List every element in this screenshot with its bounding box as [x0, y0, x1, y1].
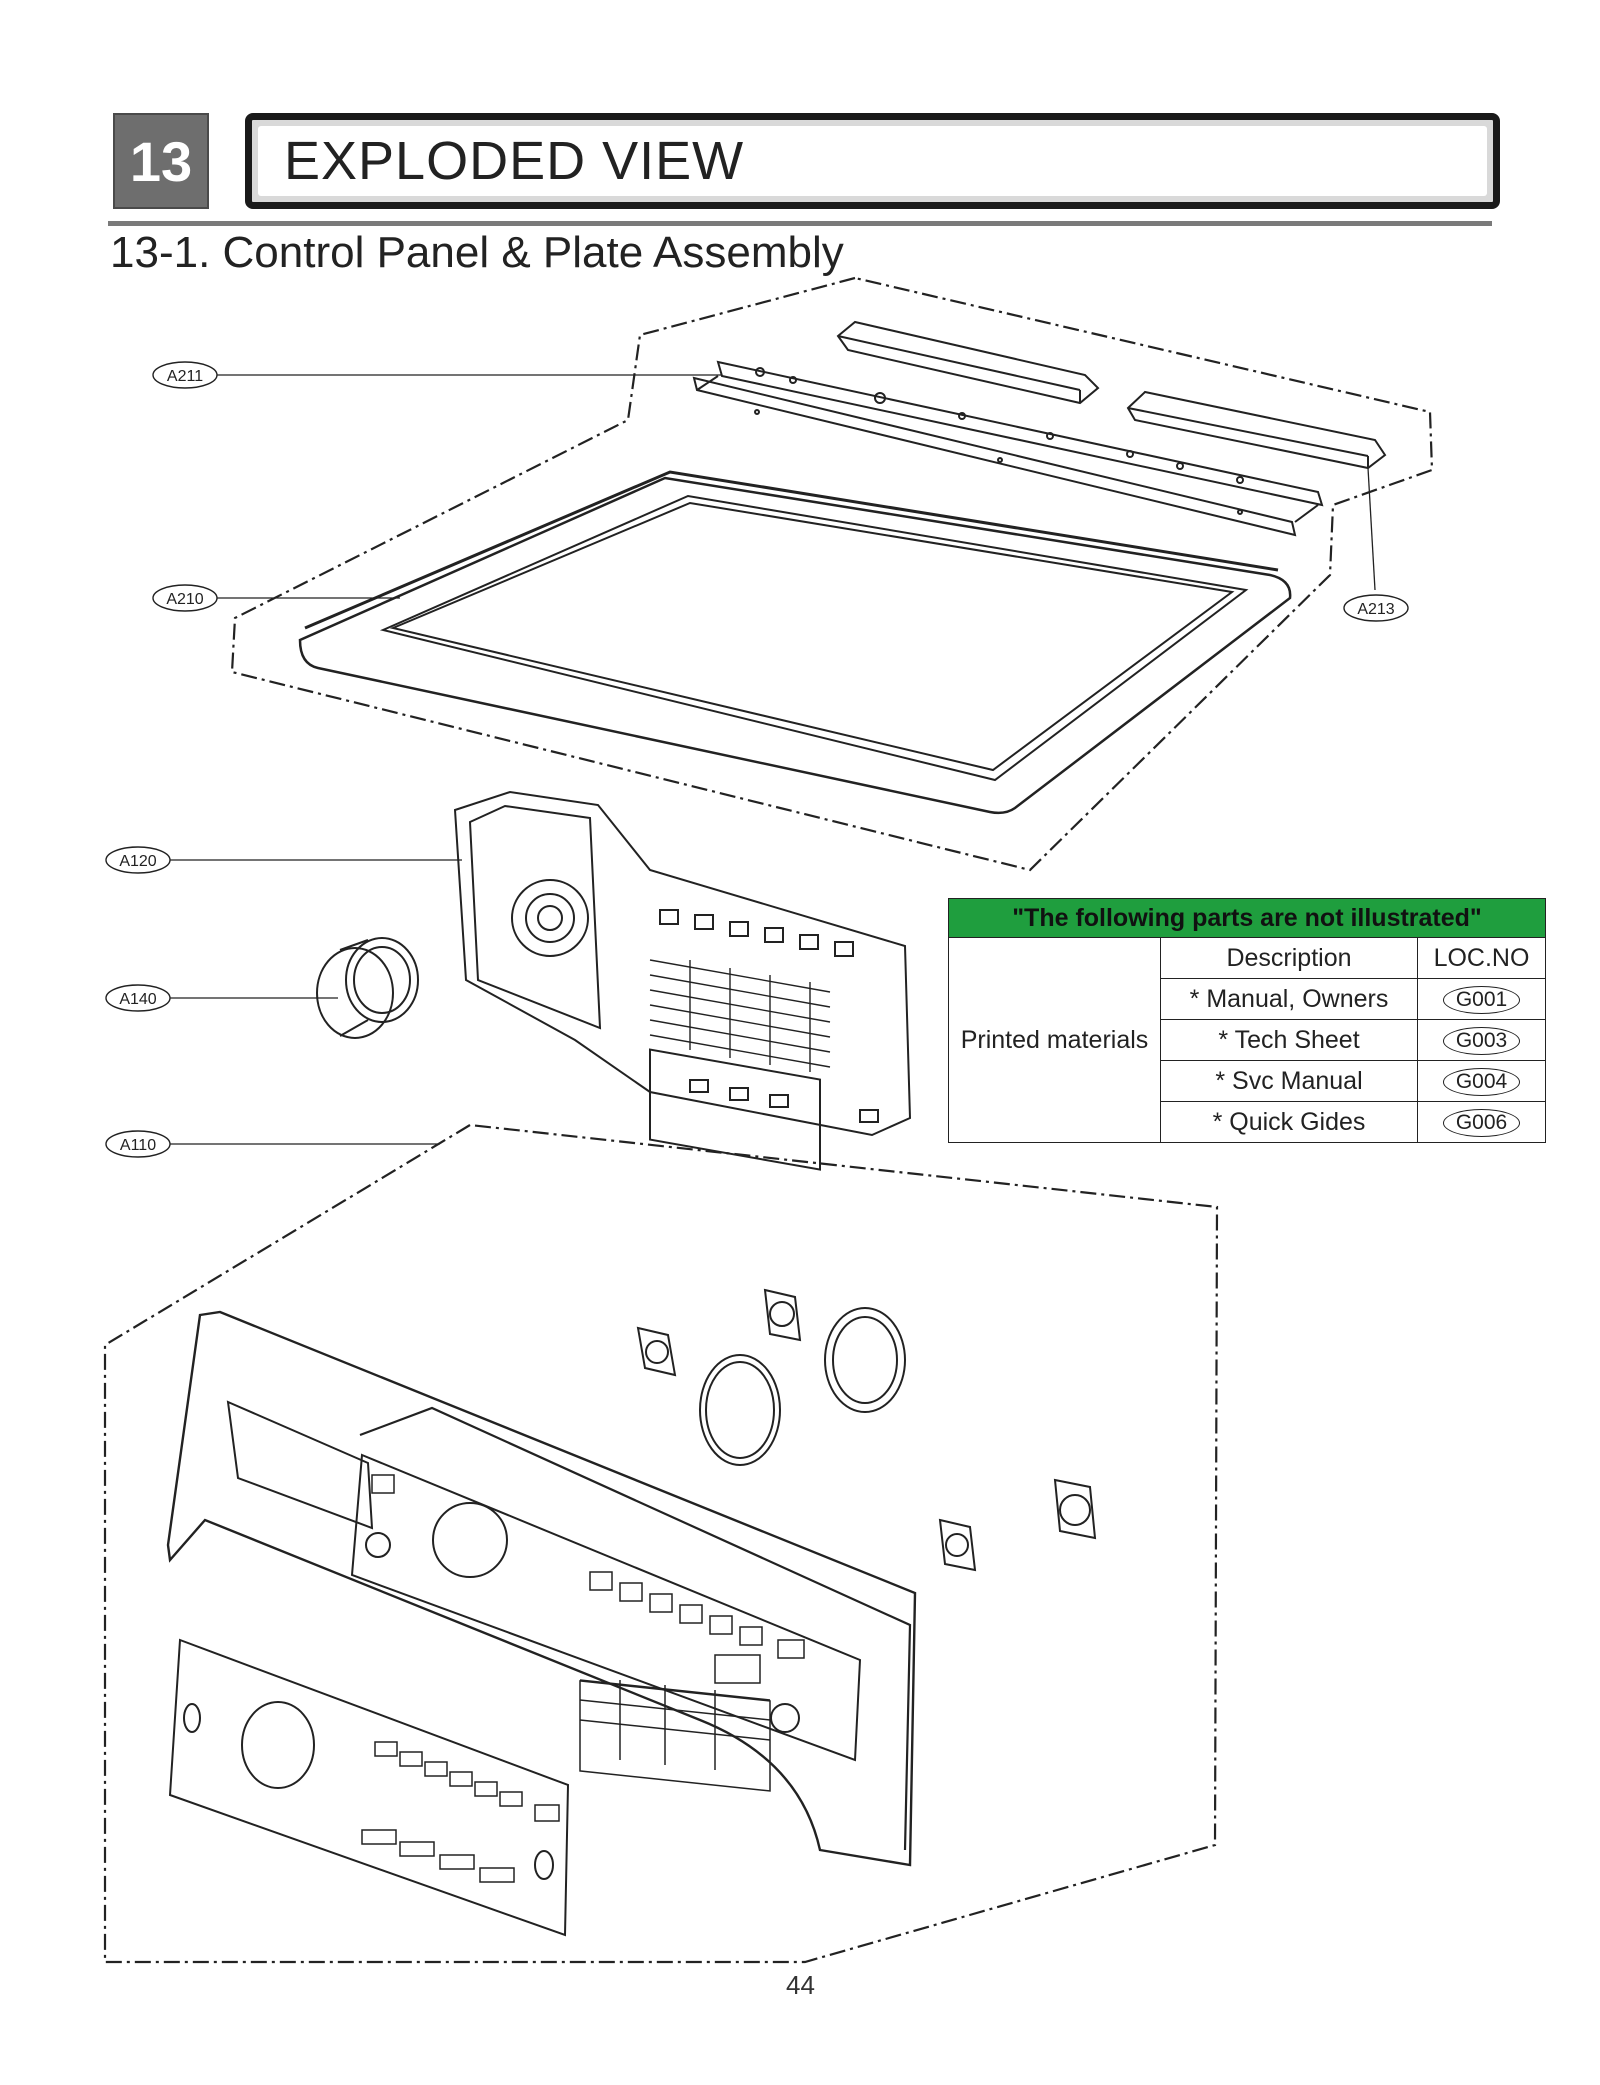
knob-a140 [316, 937, 419, 1039]
hinge-cap-right [1126, 390, 1387, 470]
svg-text:A211: A211 [167, 368, 203, 385]
loc-oval: G004 [1442, 1068, 1521, 1096]
table-row: * Tech Sheet G003 [949, 1019, 1546, 1061]
panel-group-boundary [103, 1123, 1219, 1964]
column-header-description: Description [1160, 937, 1418, 979]
switch-bracket-3 [938, 1518, 977, 1572]
switch-bracket-4 [1053, 1478, 1097, 1540]
callout-a120: A120 [105, 846, 171, 874]
page-number: 44 [786, 1970, 815, 2000]
control-panel-front-a110 [166, 1310, 917, 1867]
loc-oval: G001 [1442, 986, 1521, 1014]
callout-a211: A211 [152, 361, 218, 389]
knob-ring-1 [699, 1354, 781, 1466]
column-header-loc: LOC.NO [1417, 937, 1546, 979]
display-overlay-sheet [168, 1638, 570, 1937]
svg-text:A213: A213 [1357, 601, 1394, 618]
switch-bracket-1 [636, 1326, 677, 1377]
top-glass-frame-a210 [298, 470, 1292, 815]
bracket-rail-a211 [692, 360, 1324, 537]
row-description: * Tech Sheet [1160, 1019, 1418, 1061]
header-rule [108, 221, 1492, 226]
callout-a213: A213 [1343, 594, 1409, 622]
svg-text:A210: A210 [166, 591, 203, 608]
switch-bracket-2 [763, 1288, 802, 1342]
callout-a110: A110 [105, 1130, 171, 1158]
hinge-cap-left [836, 320, 1100, 405]
svg-text:A140: A140 [119, 991, 156, 1008]
svg-text:A120: A120 [119, 853, 156, 870]
chapter-title-frame: EXPLODED VIEW [245, 113, 1500, 209]
svg-text:A110: A110 [120, 1137, 156, 1154]
not-illustrated-parts-table: "The following parts are not illustrated… [948, 898, 1546, 1143]
leader-a213 [1367, 467, 1376, 591]
table-row: * Quick Gides G006 [949, 1101, 1546, 1143]
top-plate-group-boundary [230, 276, 1434, 872]
row-description: * Manual, Owners [1160, 978, 1418, 1020]
section-title: 13-1. Control Panel & Plate Assembly [110, 228, 844, 277]
chapter-title: EXPLODED VIEW [258, 126, 1487, 196]
table-row: * Manual, Owners G001 [949, 978, 1546, 1020]
callout-a210: A210 [152, 584, 218, 612]
row-description: * Svc Manual [1160, 1060, 1418, 1102]
table-heading: "The following parts are not illustrated… [948, 898, 1546, 938]
loc-oval: G003 [1442, 1027, 1521, 1055]
callout-a140: A140 [105, 984, 171, 1012]
row-description: * Quick Gides [1160, 1101, 1418, 1143]
control-pcb-bracket-a120 [453, 790, 912, 1171]
chapter-number-badge: 13 [113, 113, 209, 209]
knob-ring-2 [824, 1307, 906, 1413]
loc-oval: G006 [1442, 1109, 1521, 1137]
group-label: Printed materials [948, 937, 1161, 1143]
